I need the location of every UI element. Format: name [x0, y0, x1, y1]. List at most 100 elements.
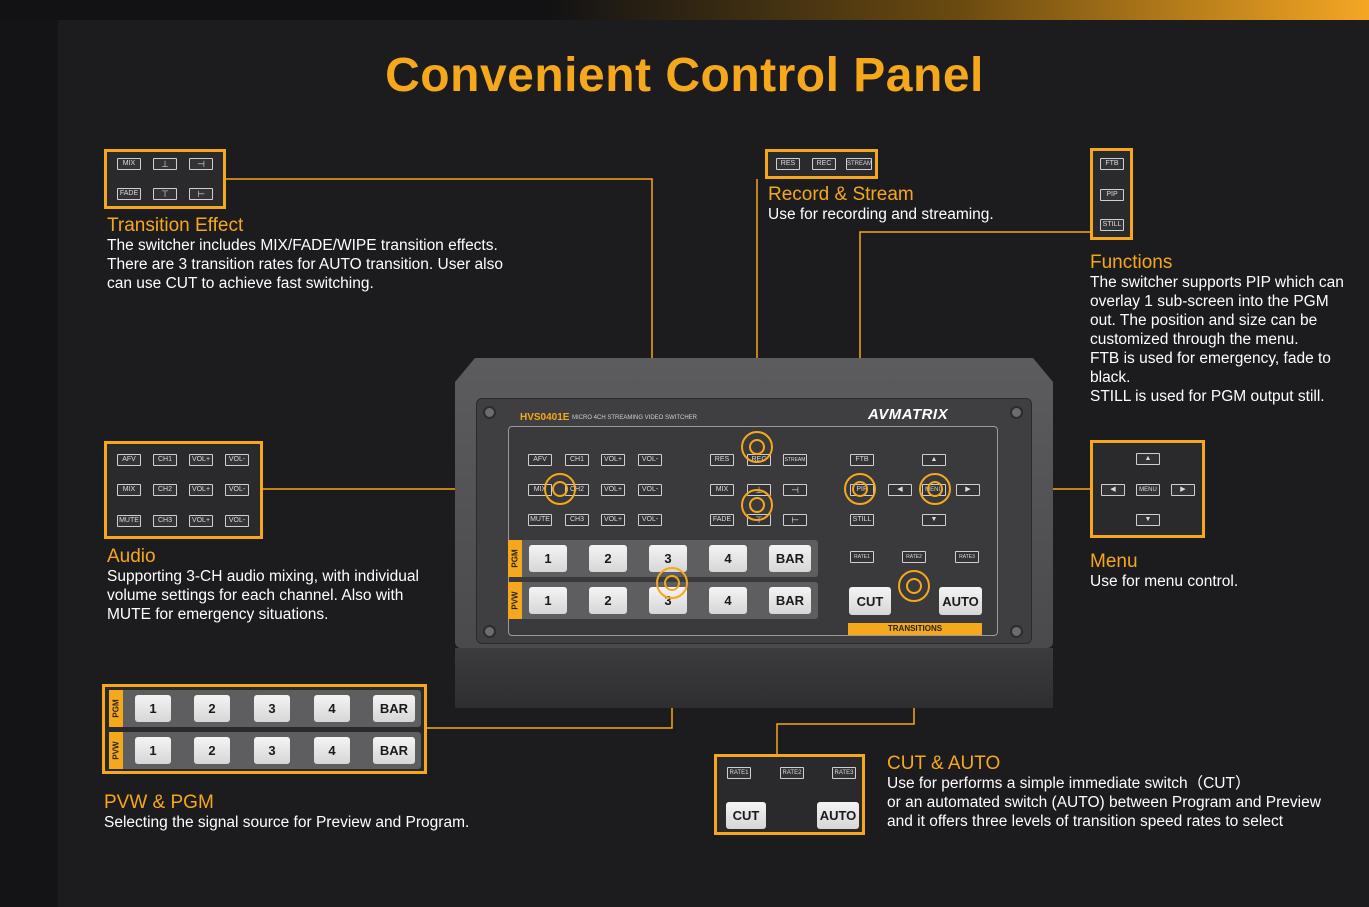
- wipe-left-button[interactable]: ⊣: [189, 158, 213, 170]
- switcher-device-base: [455, 648, 1053, 708]
- pip-button[interactable]: PIP: [1100, 189, 1124, 201]
- dev-menu-right-button[interactable]: ▶: [956, 484, 980, 496]
- menu-left-button[interactable]: ◀: [1101, 484, 1125, 496]
- highlight-ring-icon: [544, 473, 576, 505]
- menu-description: Use for menu control.: [1090, 573, 1239, 590]
- record-stream-heading: Record & Stream: [768, 184, 914, 205]
- dev-rate1-button[interactable]: RATE1: [850, 551, 874, 563]
- dev-ch2-vol-down-button[interactable]: VOL-: [638, 484, 662, 496]
- ch3-vol-down-button[interactable]: VOL-: [225, 515, 249, 527]
- dev-cut-button[interactable]: CUT: [849, 587, 891, 615]
- dev-pvw-key-bar[interactable]: BAR: [769, 587, 811, 614]
- stream-button[interactable]: STREAM: [846, 158, 872, 170]
- highlight-ring-icon: [749, 439, 765, 455]
- pgm-key-2[interactable]: 2: [194, 695, 230, 722]
- rate3-button[interactable]: RATE3: [832, 767, 856, 779]
- menu-right-button[interactable]: ▶: [1171, 484, 1195, 496]
- ch2-vol-up-button[interactable]: VOL+: [189, 484, 213, 496]
- dev-ch1-button[interactable]: CH1: [565, 454, 589, 466]
- highlight-ring-icon: [927, 481, 943, 497]
- dev-pgm-key-2[interactable]: 2: [589, 545, 627, 572]
- audio-box: AFV CH1 VOL+ VOL- MIX CH2 VOL+ VOL- MUTE…: [104, 441, 263, 539]
- dev-auto-button[interactable]: AUTO: [939, 587, 982, 615]
- dev-menu-up-button[interactable]: ▲: [922, 454, 946, 466]
- dev-menu-left-button[interactable]: ◀: [888, 484, 912, 496]
- pvw-key-bar[interactable]: BAR: [373, 737, 415, 764]
- dev-stream-button[interactable]: STREAM: [783, 454, 807, 466]
- rate1-button[interactable]: RATE1: [727, 767, 751, 779]
- dev-pgm-key-3[interactable]: 3: [649, 545, 687, 572]
- ch1-vol-down-button[interactable]: VOL-: [225, 454, 249, 466]
- dev-afv-button[interactable]: AFV: [528, 454, 552, 466]
- menu-up-button[interactable]: ▲: [1136, 453, 1160, 465]
- pvw-key-4[interactable]: 4: [314, 737, 350, 764]
- dev-pvw-key-4[interactable]: 4: [709, 587, 747, 614]
- pvw-key-3[interactable]: 3: [254, 737, 290, 764]
- menu-center-button[interactable]: MENU: [1136, 484, 1160, 496]
- audio-mix-button[interactable]: MIX: [117, 484, 141, 496]
- pvw-key-1[interactable]: 1: [135, 737, 171, 764]
- ch1-vol-up-button[interactable]: VOL+: [189, 454, 213, 466]
- afv-button[interactable]: AFV: [117, 454, 141, 466]
- mute-button[interactable]: MUTE: [117, 515, 141, 527]
- res-button[interactable]: RES: [776, 158, 800, 170]
- screw-icon: [483, 406, 496, 419]
- pgm-key-1[interactable]: 1: [135, 695, 171, 722]
- page-title: Convenient Control Panel: [385, 49, 984, 102]
- ch3-button[interactable]: CH3: [153, 515, 177, 527]
- menu-heading: Menu: [1090, 551, 1138, 572]
- dev-pgm-key-1[interactable]: 1: [529, 545, 567, 572]
- dev-rate3-button[interactable]: RATE3: [955, 551, 979, 563]
- highlight-ring-icon: [852, 481, 868, 497]
- menu-down-button[interactable]: ▼: [1136, 514, 1160, 526]
- dev-ch3-vol-up-button[interactable]: VOL+: [601, 514, 625, 526]
- dev-pvw-row: PVW 1 2 3 4 BAR: [508, 582, 818, 619]
- pgm-key-bar[interactable]: BAR: [373, 695, 415, 722]
- transition-effect-box: MIX ⊥ ⊣ FADE ⊤ ⊢: [104, 149, 226, 209]
- dev-wipe-left-button[interactable]: ⊣: [783, 484, 807, 496]
- fade-button[interactable]: FADE: [117, 188, 141, 200]
- ch1-button[interactable]: CH1: [153, 454, 177, 466]
- dev-ch3-button[interactable]: CH3: [565, 514, 589, 526]
- dev-menu-down-button[interactable]: ▼: [922, 514, 946, 526]
- ch2-vol-down-button[interactable]: VOL-: [225, 484, 249, 496]
- pgm-key-3[interactable]: 3: [254, 695, 290, 722]
- wipe-up-button[interactable]: ⊤: [153, 188, 177, 200]
- dev-ch3-vol-down-button[interactable]: VOL-: [638, 514, 662, 526]
- cut-auto-description: Use for performs a simple immediate swit…: [887, 775, 1321, 830]
- pgm-key-4[interactable]: 4: [314, 695, 350, 722]
- dev-res-button[interactable]: RES: [710, 454, 734, 466]
- dev-ch2-vol-up-button[interactable]: VOL+: [601, 484, 625, 496]
- dev-ftb-button[interactable]: FTB: [850, 454, 874, 466]
- transition-effect-heading: Transition Effect: [107, 215, 244, 236]
- dev-rate2-button[interactable]: RATE2: [902, 551, 926, 563]
- pvw-key-2[interactable]: 2: [194, 737, 230, 764]
- cut-button[interactable]: CUT: [726, 802, 766, 829]
- dev-pgm-row: PGM 1 2 3 4 BAR: [508, 540, 818, 577]
- dev-ch1-vol-down-button[interactable]: VOL-: [638, 454, 662, 466]
- still-button[interactable]: STILL: [1100, 219, 1124, 231]
- dev-ch1-vol-up-button[interactable]: VOL+: [601, 454, 625, 466]
- highlight-ring-icon: [919, 473, 951, 505]
- dev-pvw-key-2[interactable]: 2: [589, 587, 627, 614]
- auto-button[interactable]: AUTO: [817, 802, 859, 829]
- dev-still-button[interactable]: STILL: [850, 514, 874, 526]
- dev-pgm-key-bar[interactable]: BAR: [769, 545, 811, 572]
- dev-mute-button[interactable]: MUTE: [528, 514, 552, 526]
- dev-mix-button[interactable]: MIX: [710, 484, 734, 496]
- dev-pgm-tag: PGM: [508, 540, 522, 577]
- rate2-button[interactable]: RATE2: [780, 767, 804, 779]
- ch2-button[interactable]: CH2: [153, 484, 177, 496]
- dev-fade-button[interactable]: FADE: [710, 514, 734, 526]
- dev-pvw-key-1[interactable]: 1: [529, 587, 567, 614]
- dev-pgm-key-4[interactable]: 4: [709, 545, 747, 572]
- dev-wipe-right-button[interactable]: ⊢: [783, 514, 807, 526]
- ftb-button[interactable]: FTB: [1100, 158, 1124, 170]
- wipe-down-button[interactable]: ⊥: [153, 158, 177, 170]
- ch3-vol-up-button[interactable]: VOL+: [189, 515, 213, 527]
- pvw-row: PVW 1 2 3 4 BAR: [109, 732, 421, 769]
- wipe-right-button[interactable]: ⊢: [189, 188, 213, 200]
- mix-button[interactable]: MIX: [117, 158, 141, 170]
- rec-button[interactable]: REC: [812, 158, 836, 170]
- device-brand-logo: AVMATRIX: [868, 406, 949, 423]
